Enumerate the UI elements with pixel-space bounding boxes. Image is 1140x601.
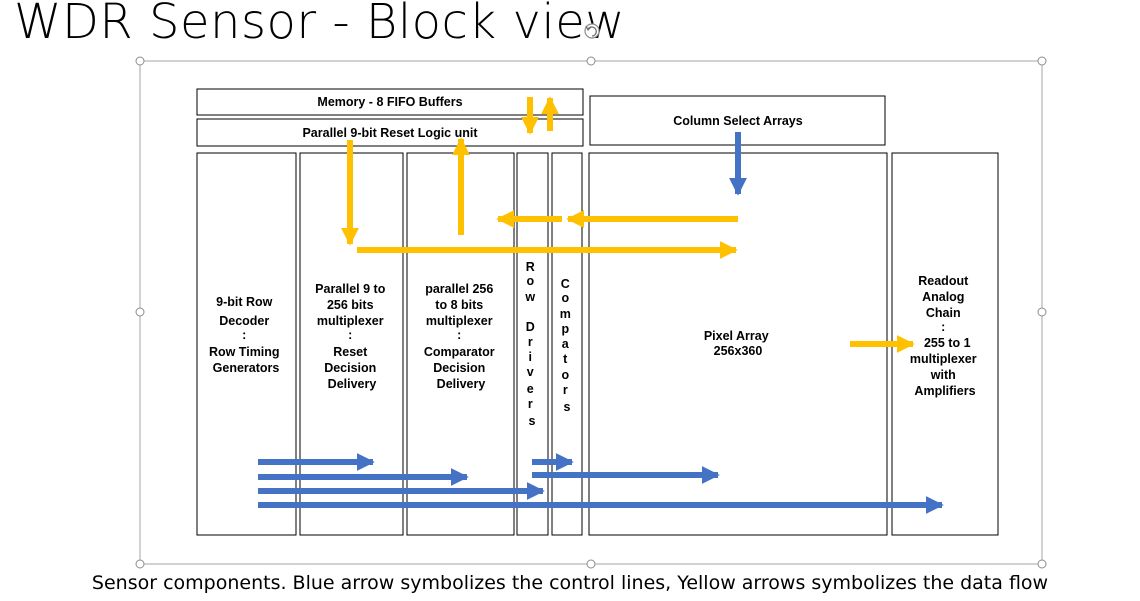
slide-caption: Sensor components. Blue arrow symbolizes…	[91, 572, 1049, 594]
resize-handle-bottom[interactable]	[586, 559, 596, 569]
resize-handle-bottom-right[interactable]	[1037, 559, 1047, 569]
rotate-handle[interactable]	[584, 23, 600, 39]
resize-handle-top[interactable]	[586, 56, 596, 66]
readout-chain-label: Readout Analog Chain : 255 to 1 multiple…	[910, 274, 980, 398]
resize-handle-left[interactable]	[135, 307, 145, 317]
resize-handle-top-left[interactable]	[135, 56, 145, 66]
selection-frame[interactable]	[135, 23, 1047, 569]
reset-logic-block	[196, 118, 584, 147]
slide-title: WDR Sensor - Block view	[14, 0, 626, 50]
mux-256-to-8-label: parallel 256 to 8 bits multiplexer : Com…	[424, 282, 498, 391]
column-select-label: Column Select Arrays	[673, 114, 802, 128]
mux-9-to-256-label: Parallel 9 to 256 bits multiplexer : Res…	[315, 282, 389, 391]
row-decoder-block	[196, 152, 297, 536]
memory-label: Memory - 8 FIFO Buffers	[317, 95, 462, 109]
pixel-array-label: Pixel Array 256x360	[704, 329, 772, 358]
resize-handle-bottom-left[interactable]	[135, 559, 145, 569]
block-diagram: Memory - 8 FIFO Buffers Parallel 9-bit R…	[135, 23, 1047, 569]
reset-logic-label: Parallel 9-bit Reset Logic unit	[302, 126, 478, 140]
row-drivers-label: R o w D r i v e r s	[524, 260, 538, 428]
resize-handle-top-right[interactable]	[1037, 56, 1047, 66]
resize-handle-right[interactable]	[1037, 307, 1047, 317]
row-decoder-label: 9-bit Row Decoder : Row Timing Generator…	[209, 295, 283, 375]
comparators-label: C o m p a t o r s	[560, 277, 575, 414]
memory-block	[196, 88, 584, 116]
